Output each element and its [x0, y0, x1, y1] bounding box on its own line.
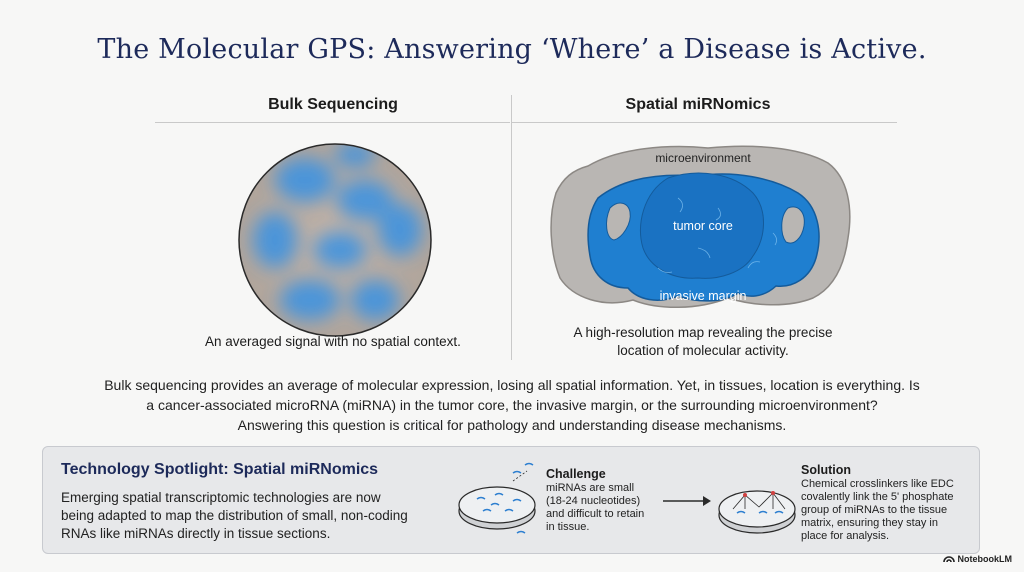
solution-heading: Solution — [801, 463, 851, 477]
bulk-caption: An averaged signal with no spatial conte… — [205, 334, 461, 349]
spotlight-body: Emerging spatial transcriptomic technolo… — [61, 489, 431, 543]
spotlight-body-line1: Emerging spatial transcriptomic technolo… — [61, 490, 381, 505]
solution-text: Chemical crosslinkers like EDC covalentl… — [801, 478, 971, 543]
spotlight-body-line2: being adapted to map the distribution of… — [61, 508, 408, 523]
notebooklm-badge: NotebookLM — [942, 554, 1013, 564]
spatial-heading: Spatial miRNomics — [625, 96, 771, 113]
solution-line3: group of miRNAs to the tissue — [801, 504, 948, 516]
challenge-line2: (18-24 nucleotides) — [546, 495, 641, 507]
badge-label: NotebookLM — [957, 554, 1013, 564]
spatial-caption: A high-resolution map revealing the prec… — [548, 324, 858, 360]
challenge-line1: miRNAs are small — [546, 482, 635, 494]
microenvironment-label: microenvironment — [655, 151, 751, 165]
bulk-tissue-illustration — [238, 143, 432, 337]
explanation-paragraph: Bulk sequencing provides an average of m… — [40, 375, 984, 435]
paragraph-line3: Answering this question is critical for … — [237, 417, 787, 433]
spatial-caption-line2: location of molecular activity. — [617, 343, 789, 358]
technology-spotlight-panel: Technology Spotlight: Spatial miRNomics … — [42, 446, 980, 554]
column-divider — [511, 95, 512, 360]
paragraph-line2: a cancer-associated microRNA (miRNA) in … — [146, 397, 878, 413]
bulk-heading: Bulk Sequencing — [268, 96, 398, 113]
spotlight-body-line3: RNAs like miRNAs directly in tissue sect… — [61, 526, 331, 541]
tumor-core-label: tumor core — [673, 219, 733, 233]
arrow-right-icon — [663, 496, 711, 506]
spatial-header-divider — [512, 122, 897, 123]
challenge-line4: in tissue. — [546, 521, 590, 533]
challenge-heading: Challenge — [546, 467, 606, 481]
spatial-tissue-map: microenvironment tumor core invasive mar… — [550, 145, 851, 308]
solution-line1: Chemical crosslinkers like EDC — [801, 478, 954, 490]
bulk-header-divider — [155, 122, 510, 123]
invasive-margin-label: invasive margin — [660, 289, 747, 303]
tumor-core-region — [640, 172, 764, 279]
spatial-caption-line1: A high-resolution map revealing the prec… — [573, 325, 833, 340]
solution-tissue-icon — [718, 490, 796, 534]
page-title: The Molecular GPS: Answering ‘Where’ a D… — [97, 34, 927, 65]
solution-line2: covalently link the 5' phosphate — [801, 491, 954, 503]
spotlight-title: Technology Spotlight: Spatial miRNomics — [61, 461, 379, 478]
challenge-text: miRNAs are small (18-24 nucleotides) and… — [546, 482, 666, 534]
solution-line5: place for analysis. — [801, 530, 890, 542]
challenge-line3: and difficult to retain — [546, 508, 645, 520]
notebooklm-logo-icon — [942, 556, 955, 563]
paragraph-line1: Bulk sequencing provides an average of m… — [104, 377, 920, 393]
challenge-tissue-icon — [458, 462, 536, 534]
solution-line4: matrix, ensuring they stay in — [801, 517, 938, 529]
